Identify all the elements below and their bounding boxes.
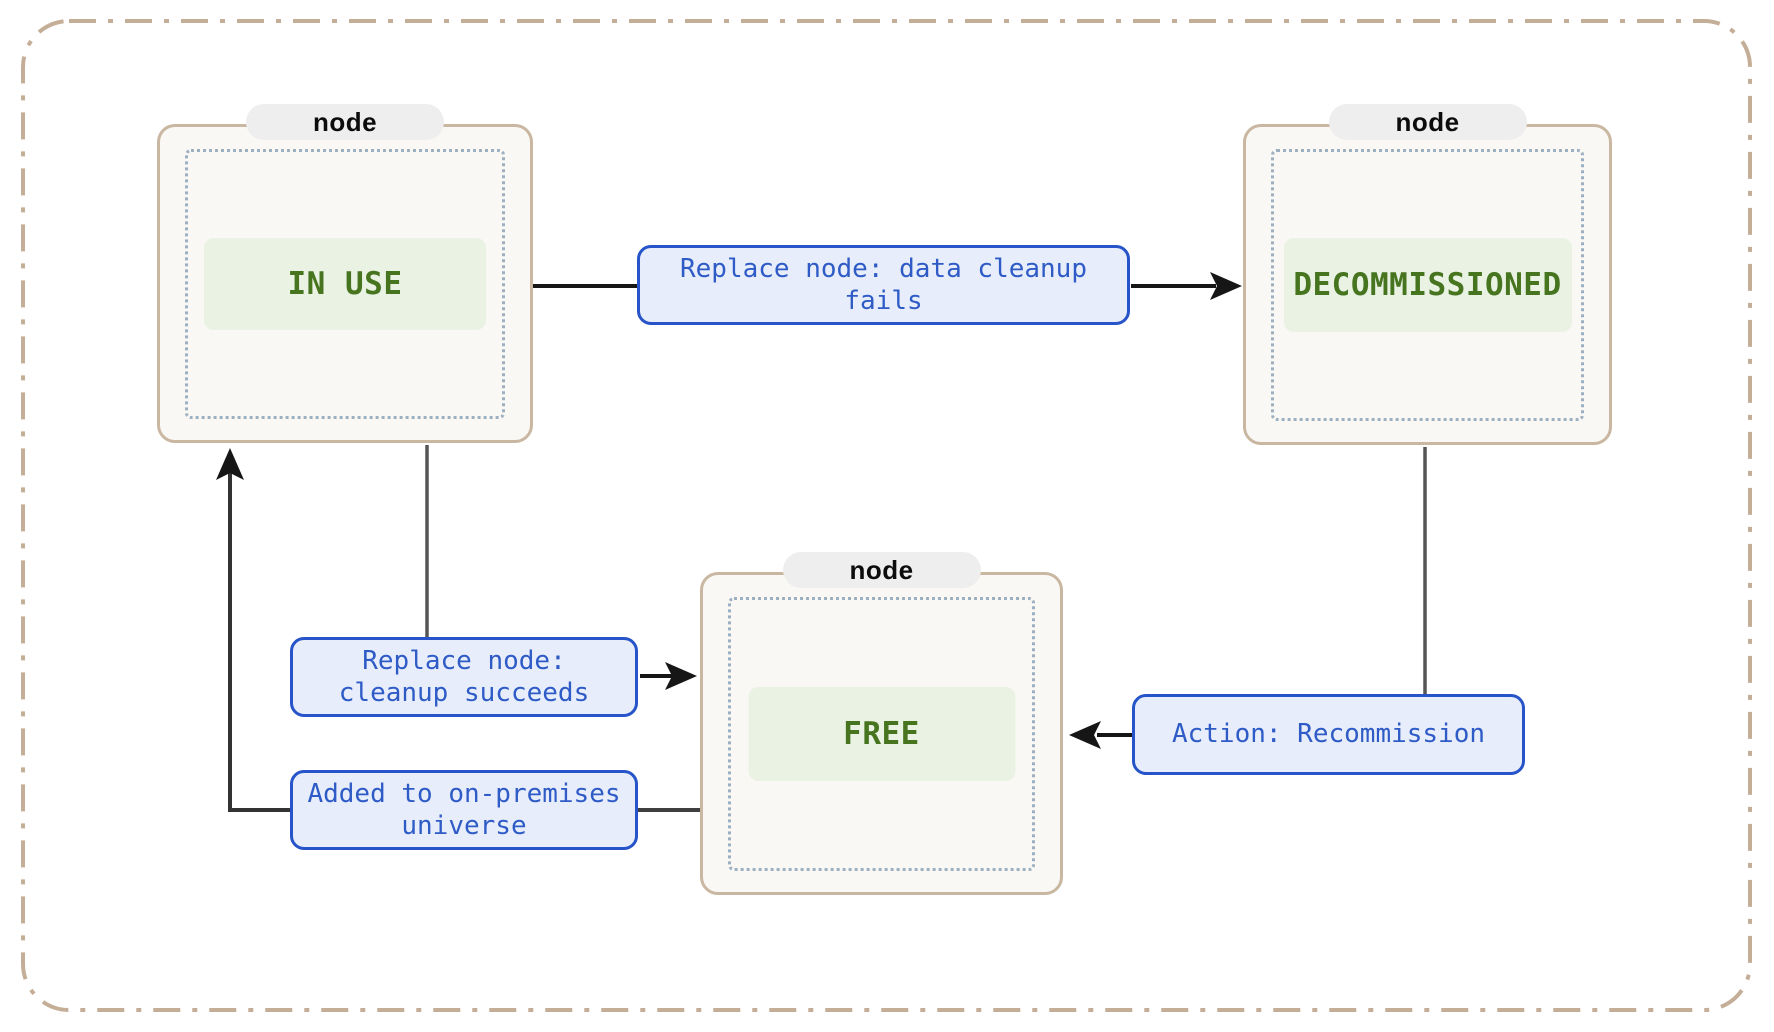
edge-label-action-recommission: Action: Recommission	[1132, 694, 1525, 775]
node-title-pill: node	[1328, 104, 1527, 140]
node-title-pill: node	[782, 552, 981, 588]
arrowhead-into-decommissioned-icon	[1210, 272, 1242, 300]
edge-label-added-to-onprem: Added to on-premises universe	[290, 770, 638, 850]
state-badge-decommissioned: DECOMMISSIONED	[1283, 237, 1572, 332]
outer-dashdot-frame	[21, 19, 1752, 1012]
state-node-free: node FREE	[700, 552, 1063, 895]
node-inner-dotted-border	[1271, 149, 1584, 421]
arrowhead-into-free-right-icon	[1069, 721, 1101, 749]
state-badge-free: FREE	[748, 686, 1015, 781]
state-node-in-use: node IN USE	[157, 104, 533, 443]
node-title-pill: node	[246, 104, 444, 140]
node-inner-dotted-border	[185, 149, 505, 419]
arrowhead-into-inuse-bottom-icon	[216, 448, 244, 480]
arrowhead-into-free-left-icon	[665, 662, 697, 690]
edge-line-label3-to-inuse	[228, 454, 293, 812]
node-inner-dotted-border	[728, 597, 1035, 871]
state-badge-in-use: IN USE	[204, 237, 486, 330]
state-node-decommissioned: node DECOMMISSIONED	[1243, 104, 1612, 445]
edge-label-cleanup-succeeds: Replace node: cleanup succeeds	[290, 637, 638, 717]
edge-label-data-cleanup-fails: Replace node: data cleanup fails	[637, 245, 1130, 325]
